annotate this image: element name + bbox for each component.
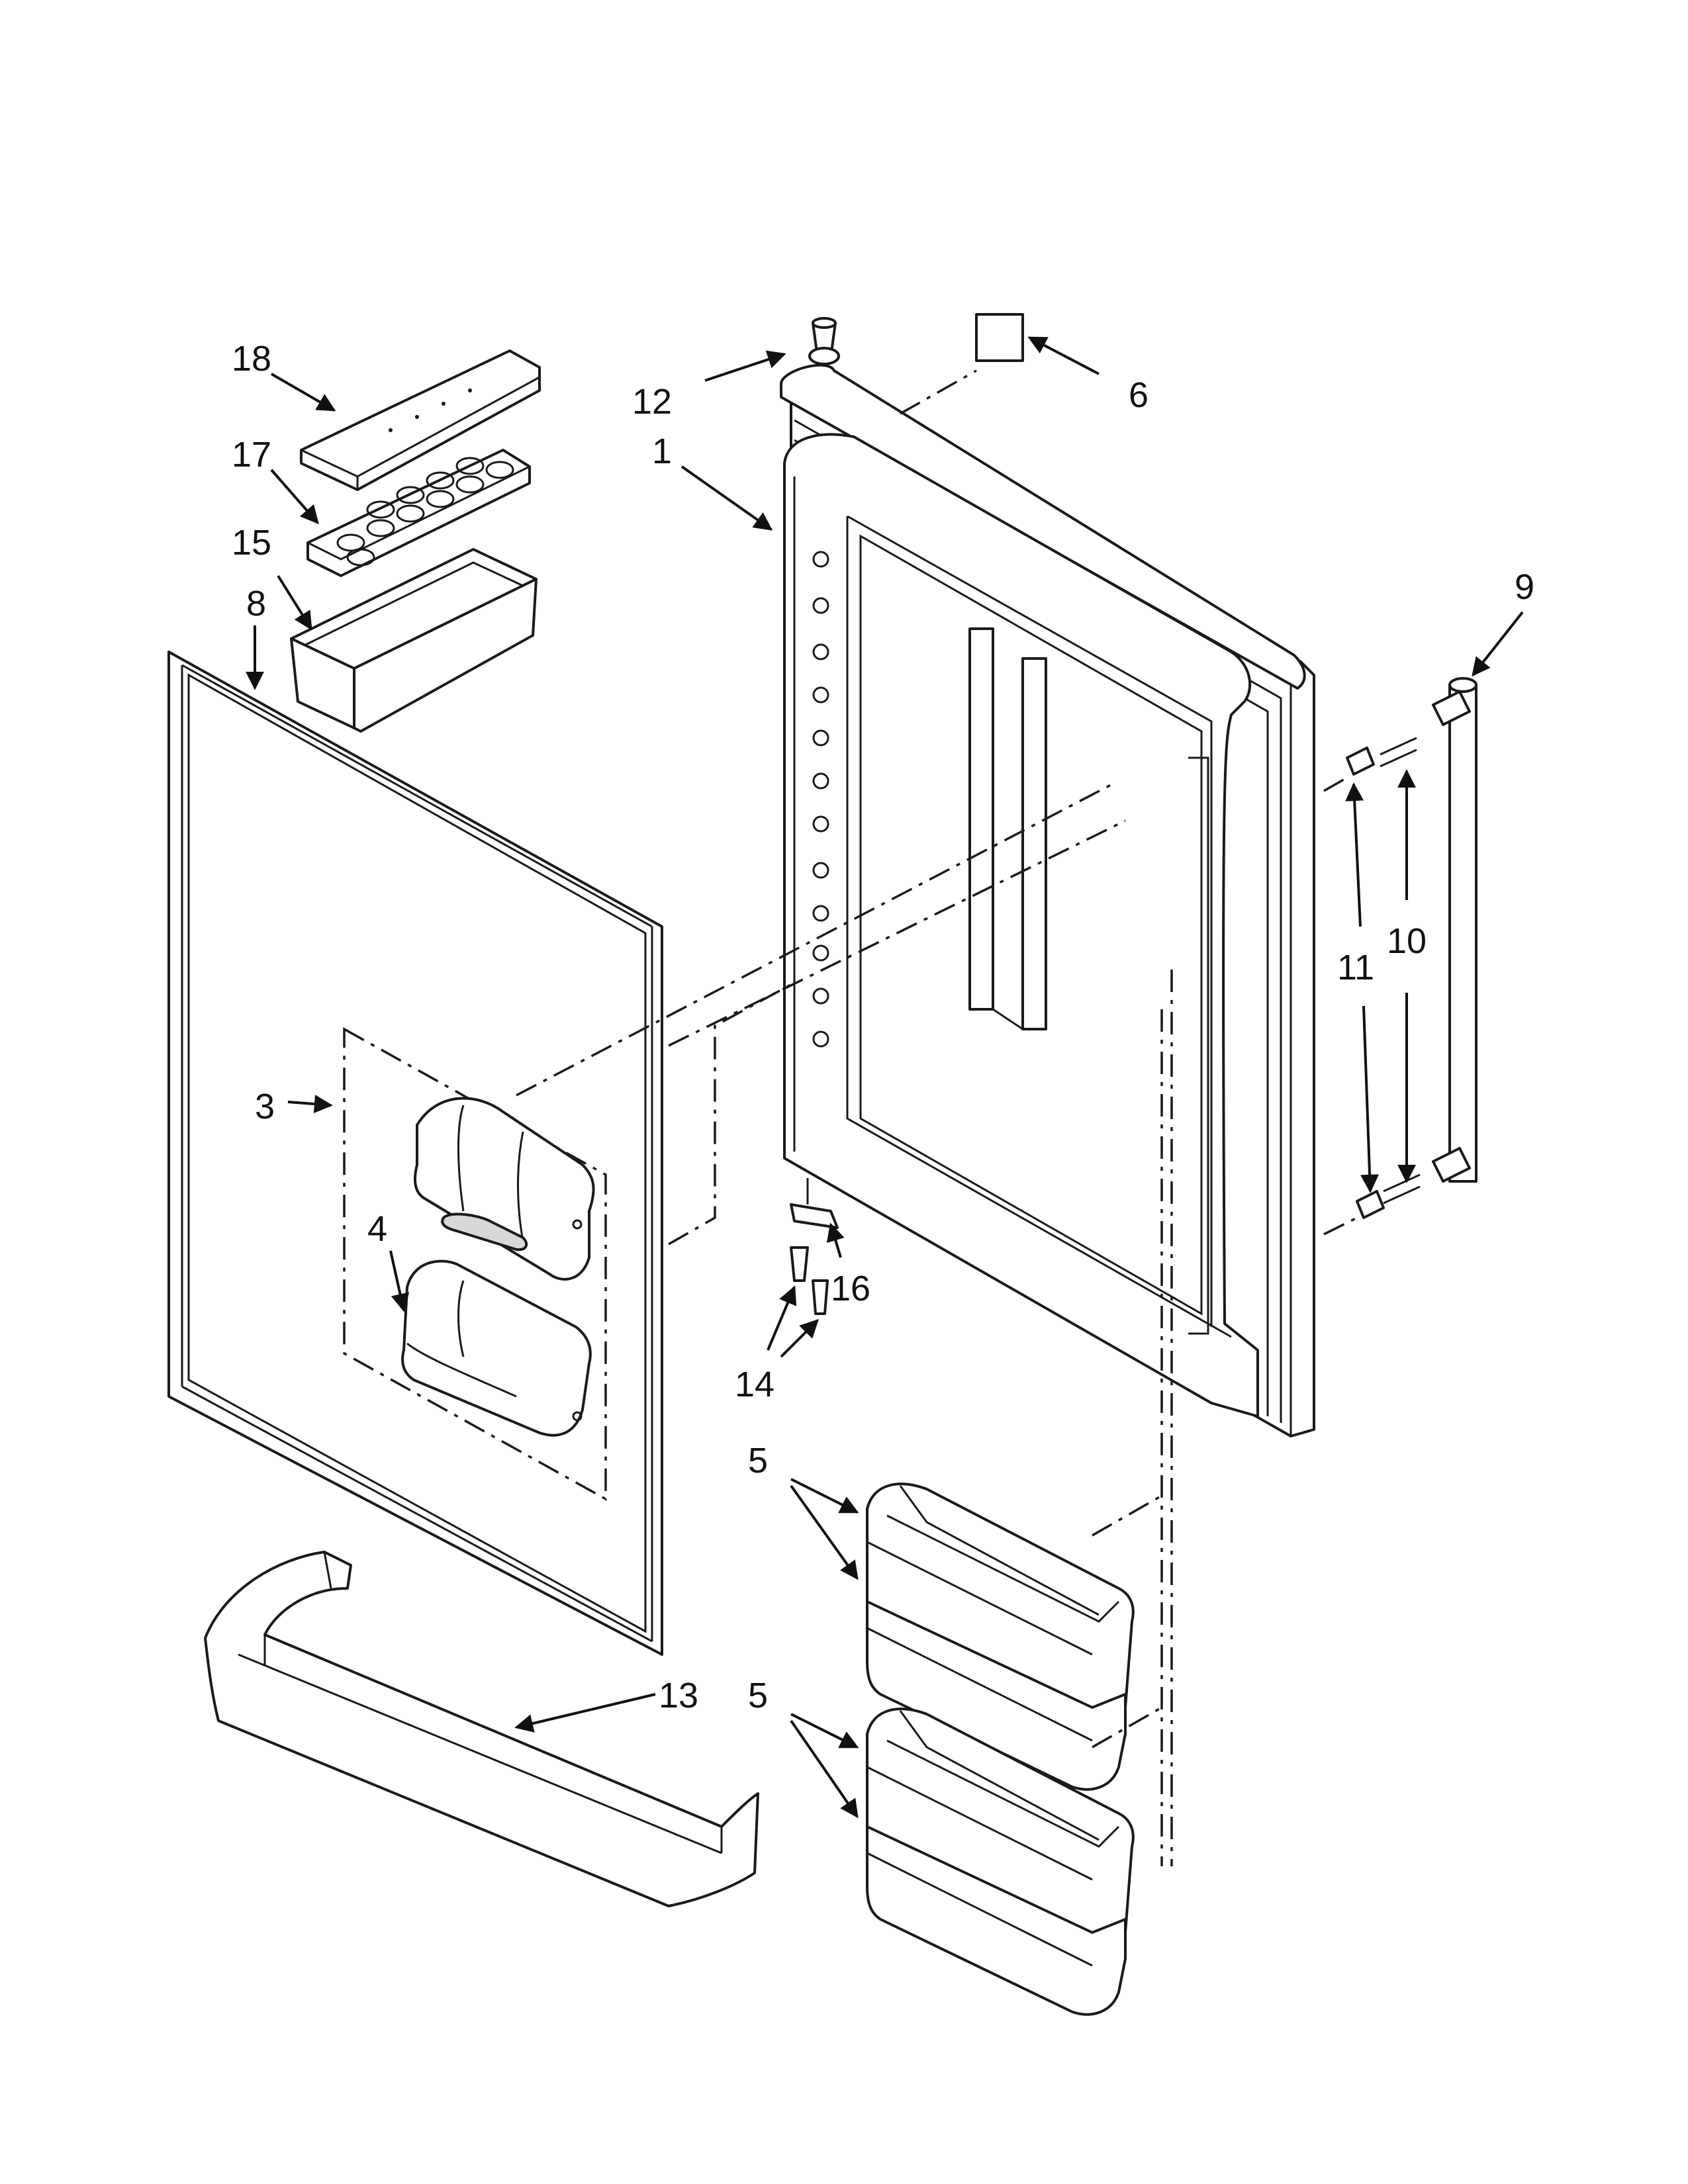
callout-3: 3 (255, 1087, 275, 1126)
part-8-door-gasket (167, 651, 663, 1656)
callout-11: 11 (1337, 948, 1374, 987)
leader-lines (246, 336, 1524, 1819)
part-9-door-handle (1432, 677, 1477, 1183)
callout-13: 13 (659, 1676, 698, 1715)
part-18-egg-bin-cover (300, 349, 541, 491)
part-15-utility-bin (290, 548, 538, 733)
part-14-hinge-screws (790, 1246, 829, 1315)
callout-8: 8 (246, 584, 266, 623)
callout-10: 10 (1387, 921, 1427, 961)
part-10-handle-screws (1380, 737, 1421, 1205)
part-5-door-bins-lower (866, 1707, 1135, 2016)
callout-5-upper: 5 (748, 1441, 768, 1480)
callout-1: 1 (652, 432, 672, 471)
callout-15: 15 (232, 523, 271, 563)
callout-5-lower: 5 (748, 1676, 768, 1715)
assembly-lines (516, 369, 1358, 1866)
callout-6: 6 (1129, 375, 1149, 415)
part-3-dispenser-body (414, 1097, 595, 1281)
part-1-door-panel (780, 363, 1315, 1437)
callout-4: 4 (367, 1209, 387, 1249)
part-6-label (975, 313, 1024, 362)
callout-14: 14 (735, 1365, 774, 1404)
part-13-door-bin (204, 1551, 759, 1907)
part-5-door-bins-upper (866, 1482, 1135, 1791)
callout-17: 17 (232, 435, 271, 475)
part-11-handle-spacers (1346, 747, 1385, 1219)
callout-16: 16 (831, 1269, 870, 1308)
part-4-drip-tray (401, 1259, 592, 1437)
callout-labels: 18 17 15 8 12 1 6 9 10 11 3 4 16 14 5 5 … (232, 339, 1534, 1715)
part-3-dispenser-outline (343, 1027, 607, 1501)
part-12-hinge-bushing (808, 317, 840, 365)
callout-18: 18 (232, 339, 271, 379)
callout-12: 12 (632, 382, 672, 422)
part-17-egg-tray (306, 449, 531, 577)
callout-9: 9 (1515, 567, 1534, 607)
